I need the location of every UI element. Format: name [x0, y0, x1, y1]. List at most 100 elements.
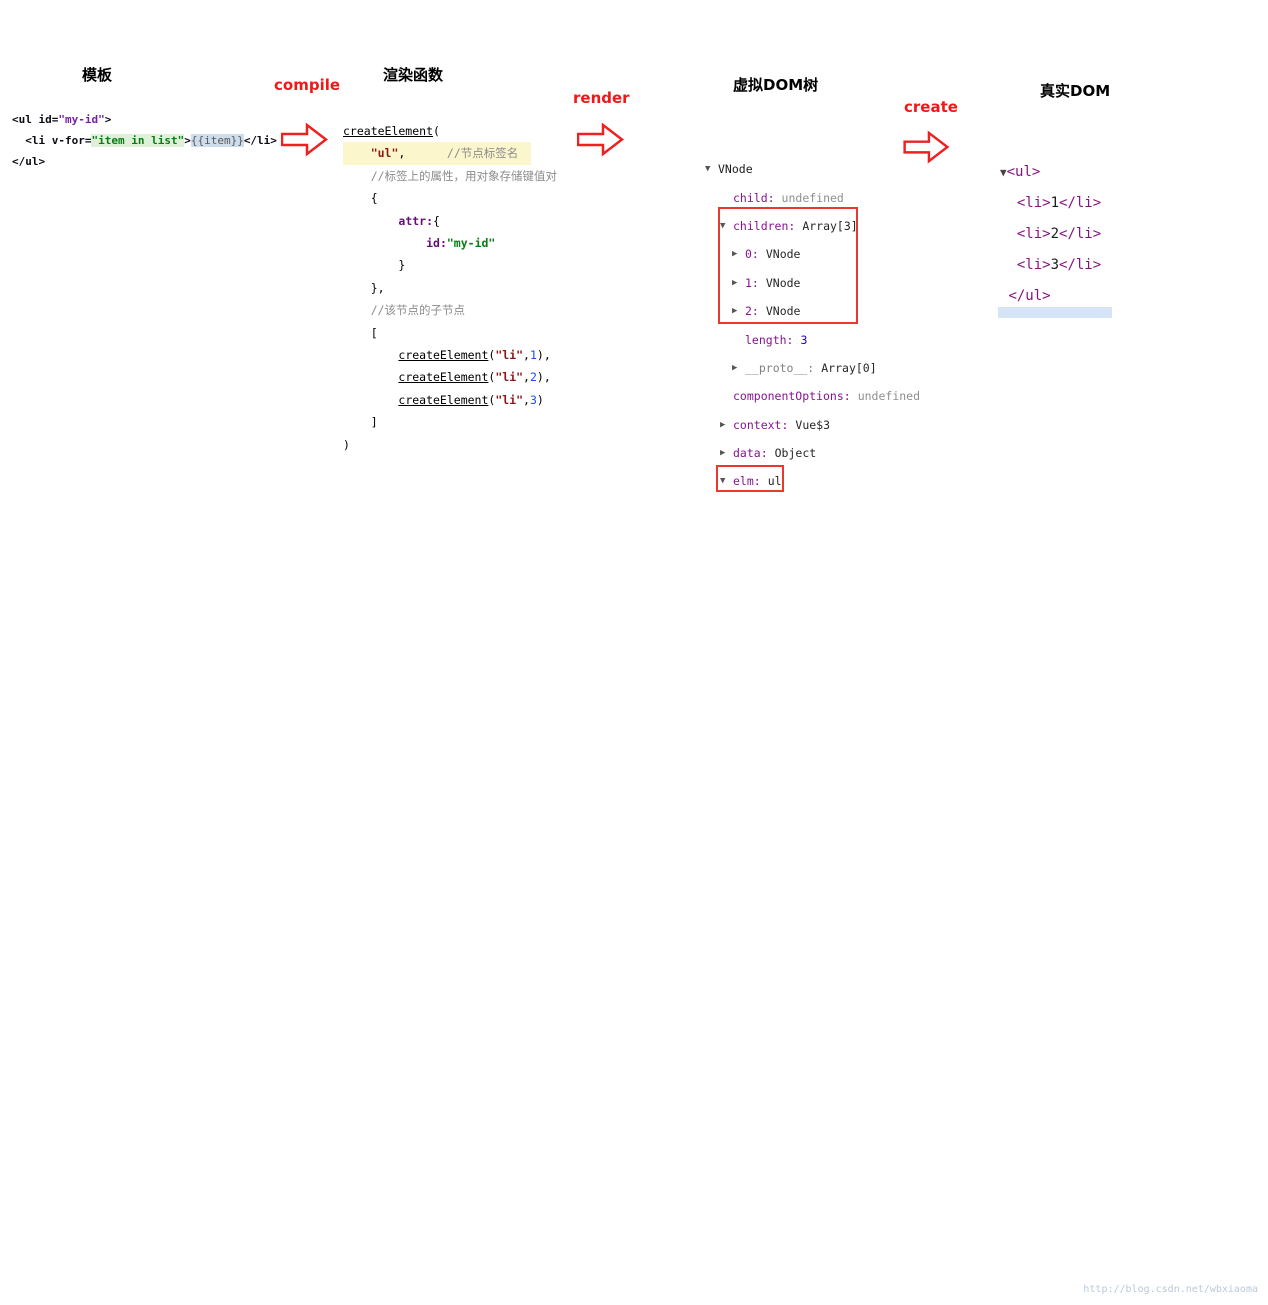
code-token: "my-id" — [58, 113, 105, 126]
code-line: </ul> — [1000, 281, 1101, 312]
code-token: ( — [488, 392, 496, 407]
tree-row: ▶data:Object — [705, 439, 925, 467]
property-value: Array[0] — [821, 360, 877, 375]
tree-row: ▼elm:ul — [705, 467, 925, 495]
code-token: </li> — [243, 134, 277, 147]
code-token — [1000, 195, 1017, 211]
elm-highlight-box — [716, 465, 784, 492]
code-token: , — [523, 348, 530, 363]
code-token: <ul id= — [12, 113, 59, 126]
tree-row: ▼ VNode — [705, 155, 925, 183]
code-token: <ul> — [1006, 164, 1041, 180]
code-token: <li> — [1016, 226, 1051, 242]
property-key: componentOptions: — [733, 389, 851, 404]
code-line: ▼<ul> — [1000, 157, 1101, 188]
code-token: { — [433, 213, 440, 228]
compile-arrow-label: compile — [274, 76, 341, 94]
code-token: { — [343, 191, 378, 206]
code-line: ) — [343, 434, 531, 456]
code-token: ▼ — [1000, 166, 1007, 179]
property-value: VNode — [765, 275, 801, 290]
disclosure-triangle-icon: ▶ — [732, 249, 738, 260]
code-token: "item in list" — [91, 134, 185, 147]
code-line: <ul id="my-id"> — [12, 109, 277, 130]
code-token — [343, 169, 371, 183]
code-line: "ul", //节点标签名 — [343, 142, 531, 165]
code-line: { — [343, 187, 531, 209]
code-line: <li>1</li> — [1000, 188, 1101, 219]
code-token — [343, 370, 398, 384]
tree-row: child:undefined — [705, 183, 925, 211]
code-token: ), — [536, 370, 551, 385]
code-token: "li" — [495, 370, 524, 385]
property-key: 0: — [745, 247, 759, 262]
render-fn-code-block: createElement( "ul", //节点标签名 //标签上的属性，用对… — [343, 120, 557, 456]
property-key: child: — [733, 190, 775, 205]
disclosure-triangle-icon: ▼ — [705, 164, 711, 175]
code-token — [1000, 257, 1017, 273]
code-token: ( — [488, 348, 496, 363]
create-arrow-label: create — [904, 98, 958, 116]
code-token: ) — [536, 392, 544, 407]
code-token: 1 — [529, 348, 537, 363]
watermark: http://blog.csdn.net/wbxiaoma — [1083, 1284, 1258, 1295]
tree-row: ▶ 2: VNode — [705, 297, 925, 325]
code-token — [343, 303, 371, 317]
property-value: undefined — [857, 389, 921, 404]
property-key: context: — [733, 417, 789, 432]
real-dom-tree: ▼<ul> <li>1</li> <li>2</li> <li>3</li> <… — [998, 157, 1112, 318]
code-token: ( — [488, 370, 496, 385]
code-token: //节点标签名 — [446, 146, 519, 161]
property-key: 2: — [745, 304, 759, 319]
code-token: <li> — [1016, 195, 1051, 211]
code-token: </li> — [1059, 257, 1102, 273]
code-token: 2 — [529, 370, 537, 385]
property-key: VNode — [718, 162, 753, 177]
code-token: "my-id" — [446, 236, 496, 251]
property-key: length: — [745, 332, 794, 347]
property-value: Object — [774, 446, 817, 461]
compile-arrow-icon — [281, 122, 328, 157]
code-token — [343, 393, 398, 407]
code-token: "ul" — [370, 146, 399, 161]
code-token: 1 — [1050, 195, 1060, 211]
disclosure-triangle-icon: ▶ — [732, 306, 738, 317]
tree-row: ▶1:VNode — [705, 269, 925, 297]
code-token: ] — [343, 415, 378, 430]
code-token: , — [398, 146, 406, 161]
disclosure-triangle-icon: ▶ — [720, 448, 726, 459]
code-token: ), — [536, 348, 551, 363]
property-key: children: — [733, 218, 796, 233]
property-value: VNode — [765, 247, 801, 262]
create-arrow-icon — [903, 130, 950, 164]
code-line: createElement("li",1), — [343, 344, 550, 366]
code-token: createElement — [398, 392, 489, 407]
code-line: ] — [343, 411, 531, 433]
tree-row: ▶ 0: VNode — [705, 240, 925, 268]
code-line: createElement( — [343, 120, 531, 142]
code-token: <li> — [1016, 257, 1051, 273]
code-token: createElement — [398, 348, 489, 363]
tree-row: ▶context:Vue$3 — [705, 411, 925, 439]
code-token: 3 — [1050, 257, 1060, 273]
code-token: //标签上的属性，用对象存储键值对 — [370, 168, 558, 183]
code-token: ) — [343, 437, 350, 452]
code-token: }, — [343, 280, 385, 295]
code-token: 2 — [1050, 226, 1060, 242]
code-line: </ul> — [12, 151, 277, 172]
code-token: } — [343, 258, 406, 273]
disclosure-triangle-icon: ▼ — [720, 476, 726, 487]
code-token: </ul> — [12, 155, 46, 168]
code-token: > — [184, 134, 191, 147]
vdom-title: 虚拟DOM树 — [733, 76, 819, 94]
code-line: attr:{ — [343, 210, 531, 232]
disclosure-triangle-icon: ▶ — [720, 419, 726, 430]
render-fn-title: 渲染函数 — [383, 66, 444, 84]
property-value: VNode — [765, 304, 801, 319]
code-token: createElement — [398, 370, 489, 385]
code-line: [ — [343, 322, 531, 344]
code-token — [343, 146, 371, 160]
code-token: "li" — [495, 392, 524, 407]
